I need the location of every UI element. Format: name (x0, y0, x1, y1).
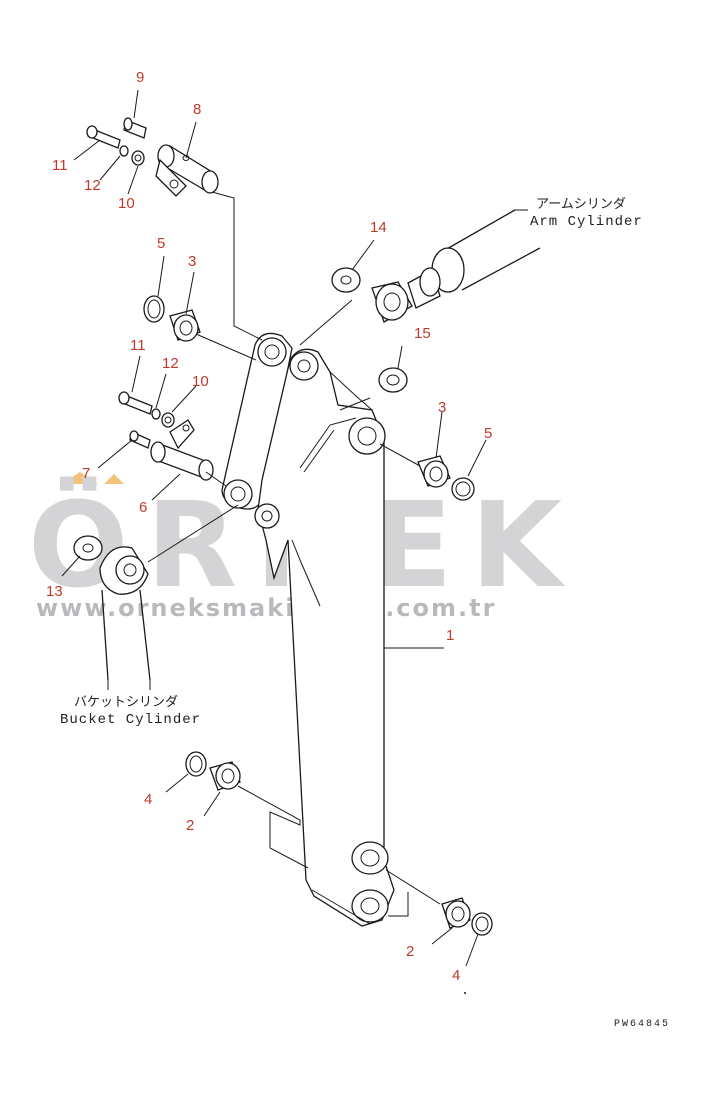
seal-ring-5-right (451, 477, 475, 501)
bucket-cylinder (99, 546, 151, 681)
part-label-10-mid: 10 (192, 373, 209, 390)
washer-14 (331, 267, 361, 293)
part-label-4-top: 4 (144, 791, 152, 808)
bucket-cylinder-label-en: Bucket Cylinder (60, 712, 201, 728)
part-label-3-right: 3 (438, 399, 446, 416)
part-label-7: 7 (82, 465, 90, 482)
assembly-lines (147, 191, 441, 917)
part-label-15: 15 (414, 325, 431, 342)
arm-body (221, 332, 395, 927)
nut-10-mid (161, 412, 175, 428)
watermark-url: www.orneksmakinalari.com.tr (36, 594, 496, 622)
washer-13 (73, 535, 103, 561)
bushing-3-left (169, 309, 201, 342)
leader-lines (61, 89, 528, 967)
part-label-4-bottom: 4 (452, 967, 460, 984)
part-label-11-mid: 11 (130, 337, 146, 354)
washer-15 (378, 367, 408, 393)
part-label-5-left: 5 (157, 235, 165, 252)
watermark-accent-mark (62, 472, 98, 484)
stray-dot (464, 992, 466, 994)
grease-fitting-7 (129, 430, 151, 449)
arm-cylinder-label-jp: アームシリンダ (536, 197, 626, 212)
washer-12-mid (151, 408, 161, 420)
seal-ring-4-top (185, 751, 207, 777)
part-number-labels: 9 8 11 12 10 14 5 3 15 11 12 10 3 5 7 6 … (46, 69, 492, 984)
nut-10-top (131, 150, 145, 166)
part-label-10-top: 10 (118, 195, 135, 212)
part-label-12-mid: 12 (162, 355, 179, 372)
bolt-11-mid (118, 391, 153, 415)
arm-cylinder-label-en: Arm Cylinder (530, 214, 643, 230)
arm-cylinder-callout: アームシリンダ Arm Cylinder (530, 197, 643, 230)
part-label-1: 1 (446, 627, 454, 644)
pin-6 (150, 419, 214, 481)
arm-cylinder (371, 209, 541, 323)
bushing-2-top (209, 761, 241, 791)
part-label-9: 9 (136, 69, 144, 86)
grease-fitting-9 (123, 117, 147, 139)
part-label-3-left: 3 (188, 253, 196, 270)
bolt-11-top (86, 125, 121, 149)
part-label-12-top: 12 (84, 177, 101, 194)
part-label-14: 14 (370, 219, 387, 236)
part-label-11-top: 11 (52, 157, 68, 174)
part-label-6: 6 (139, 499, 147, 516)
seal-ring-5-left (143, 295, 165, 323)
bucket-cylinder-callout: バケットシリンダ Bucket Cylinder (60, 695, 201, 728)
bucket-cylinder-label-jp: バケットシリンダ (74, 695, 178, 710)
washer-12-top (119, 145, 129, 157)
bushing-2-bottom (441, 897, 471, 929)
pin-8 (155, 144, 219, 197)
part-label-2-bottom: 2 (406, 943, 414, 960)
part-label-2-top: 2 (186, 817, 194, 834)
part-label-5-right: 5 (484, 425, 492, 442)
part-label-13: 13 (46, 583, 63, 600)
bushing-3-right (417, 455, 451, 488)
part-label-8: 8 (193, 101, 201, 118)
drawing-code: PW64845 (614, 1019, 670, 1030)
watermark-accent-mark (104, 474, 124, 484)
seal-ring-4-bottom (471, 912, 493, 936)
